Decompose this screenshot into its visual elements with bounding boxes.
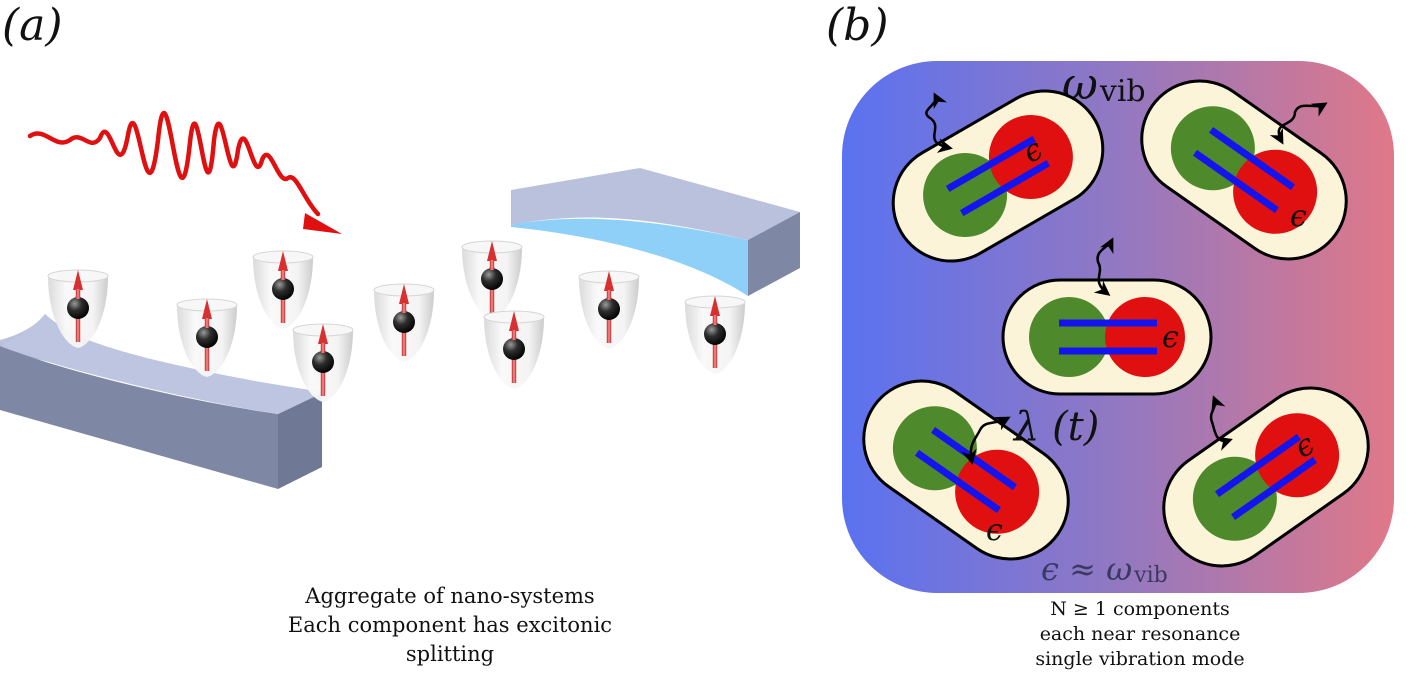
caption-a-line-3: splitting (405, 642, 495, 666)
trap-9 (684, 295, 746, 375)
panel-b-caption: N ≥ 1 components each near resonance sin… (900, 597, 1380, 672)
coupling-arrow-4 (961, 416, 1011, 465)
trap-2 (176, 298, 238, 378)
coupling-arrow-3 (1093, 237, 1114, 296)
laser-arrow-head (303, 213, 342, 234)
dimer-bottom-right (1162, 386, 1370, 568)
caption-b-line-1: N ≥ 1 components (1050, 598, 1230, 620)
coupling-arrow-1 (925, 92, 953, 153)
epsilon-label-4: ϵ (986, 513, 1003, 548)
trap-6 (461, 240, 523, 320)
epsilon-label-2: ϵ (1290, 199, 1307, 234)
trap-7 (483, 310, 545, 390)
dimer-top-left (891, 89, 1105, 263)
caption-a-line-2: Each component has excitonic (287, 613, 613, 637)
caption-b-line-3: single vibration mode (1035, 648, 1245, 670)
caption-b-line-2: each near resonance (1039, 623, 1241, 645)
panel-b-label: (b) (826, 0, 889, 51)
caption-a-line-1: Aggregate of nano-systems (305, 584, 595, 608)
dimer-center (1001, 278, 1213, 396)
dimer-bottom-left (862, 379, 1070, 561)
panel-a-caption: Aggregate of nano-systems Each component… (180, 582, 720, 669)
epsilon-label-3: ϵ (1162, 320, 1179, 355)
lambda-t-label: λ (t) (1012, 404, 1099, 450)
trap-8 (578, 270, 640, 350)
trap-3 (252, 250, 314, 330)
dimer-top-right (1140, 79, 1348, 261)
coupling-arrow-2 (1269, 102, 1328, 145)
laser-pulse-wave (27, 110, 321, 217)
right-cavity-mirror (511, 168, 800, 296)
coupling-arrow-5 (1209, 395, 1233, 451)
panel-a-label: (a) (2, 0, 63, 51)
resonance-condition-label: ϵ ≈ ωvib (1041, 550, 1168, 588)
trap-5 (373, 283, 435, 363)
left-cavity-mirror (0, 314, 322, 489)
